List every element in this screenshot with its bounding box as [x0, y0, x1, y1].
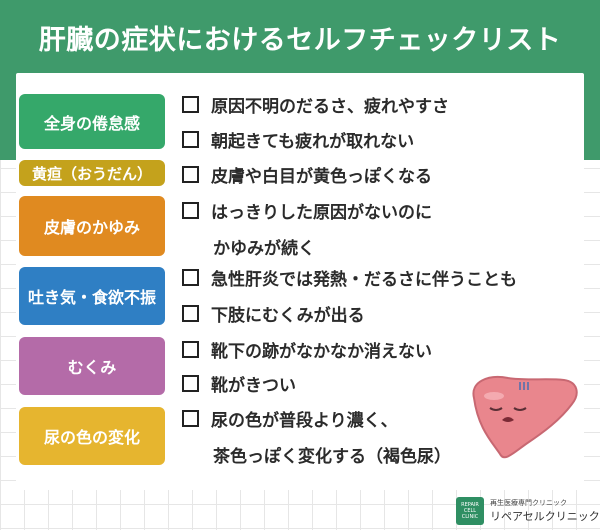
checkbox[interactable] [182, 95, 199, 113]
category-fatigue: 全身の倦怠感 [19, 94, 165, 149]
checklist-item: はっきりした原因がないのに [182, 196, 432, 224]
category-nausea: 吐き気・食欲不振 [19, 267, 165, 325]
logo-badge-line: CELL [463, 508, 477, 514]
checkbox[interactable] [182, 340, 199, 358]
checklist-item: 尿の色が普段より濃く、 [182, 404, 398, 432]
checklist-item-text: 靴がきつい [211, 375, 296, 396]
clinic-logo-badge: REPAIR CELL CLINIC [456, 497, 484, 525]
checklist-item-text: 皮膚や白目が黄色っぽくなる [211, 166, 432, 187]
clinic-tagline: 再生医療専門クリニック [490, 499, 567, 507]
checklist-item: 靴下の跡がなかなか消えない [182, 335, 432, 363]
category-swelling: むくみ [19, 337, 165, 395]
checklist-item: 原因不明のだるさ、疲れやすさ [182, 90, 449, 118]
checklist-item-continuation: 茶色っぽく変化する（褐色尿） [213, 447, 451, 467]
checklist-item: 下肢にむくみが出る [182, 299, 365, 327]
checkbox[interactable] [182, 268, 199, 286]
category-urine-color: 尿の色の変化 [19, 407, 165, 465]
category-jaundice: 黄疸（おうだん） [19, 160, 165, 186]
checkbox[interactable] [182, 409, 199, 427]
checklist-item-text: 原因不明のだるさ、疲れやすさ [211, 96, 449, 117]
checklist-item: 靴がきつい [182, 369, 296, 397]
category-itching: 皮膚のかゆみ [19, 196, 165, 256]
checklist-item-text: 下肢にむくみが出る [211, 305, 365, 326]
checklist-item-text: 靴下の跡がなかなか消えない [211, 341, 432, 362]
checklist-item-text: 朝起きても疲れが取れない [211, 131, 415, 152]
checklist-item: 皮膚や白目が黄色っぽくなる [182, 160, 432, 188]
page-title: 肝臓の症状におけるセルフチェックリスト [38, 25, 562, 56]
checkbox[interactable] [182, 130, 199, 148]
checklist-item: 急性肝炎では発熱・だるさに伴うことも [182, 263, 517, 291]
checkbox[interactable] [182, 304, 199, 322]
checklist-item-continuation: かゆみが続く [213, 239, 315, 259]
checkbox[interactable] [182, 165, 199, 183]
checklist-item-text: 急性肝炎では発熱・だるさに伴うことも [211, 269, 517, 290]
checkbox[interactable] [182, 374, 199, 392]
clinic-name: リペアセルクリニック [490, 510, 600, 523]
checklist-item: 朝起きても疲れが取れない [182, 125, 414, 153]
checklist-item-text: 尿の色が普段より濃く、 [211, 410, 398, 431]
logo-badge-line: REPAIR [461, 502, 479, 508]
clinic-logo: REPAIR CELL CLINIC 再生医療専門クリニック リペアセルクリニッ… [456, 497, 600, 527]
checklist-item-text: はっきりした原因がないのに [211, 202, 432, 223]
checkbox[interactable] [182, 201, 199, 219]
logo-badge-line: CLINIC [461, 514, 479, 520]
liver-character-icon [472, 376, 578, 459]
